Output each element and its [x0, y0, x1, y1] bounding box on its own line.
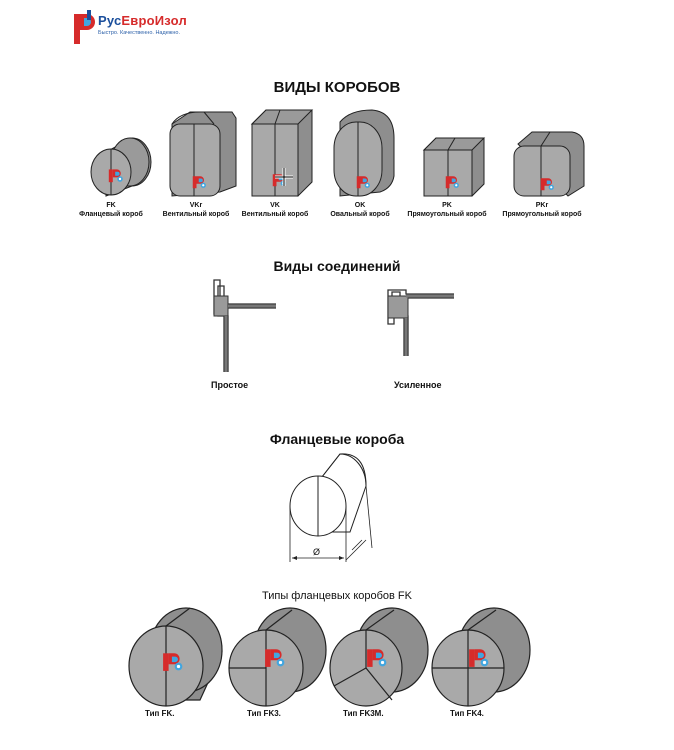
- fk-type-3-illustration: [329, 607, 429, 707]
- crosshair-cursor-icon: [275, 168, 293, 186]
- joint-types-title: Виды соединений: [273, 258, 401, 274]
- fk-type-2-illustration: [228, 607, 327, 707]
- flange-box-diagram: [289, 453, 373, 562]
- fk-type-caption-4: Тип FK4.: [450, 709, 484, 718]
- box-vkr-illustration: [169, 111, 237, 197]
- fk-type-caption-2: Тип FK3.: [247, 709, 281, 718]
- diameter-label: Ø: [313, 547, 321, 557]
- flange-types-title: Типы фланцевых коробов FK: [262, 590, 412, 602]
- box-pk-illustration: [422, 137, 486, 197]
- brand-logo-icon: [74, 10, 95, 44]
- flange-boxes-title: Фланцевые короба: [269, 431, 405, 447]
- joint-reinforced-illustration: [387, 289, 454, 356]
- box-vk-illustration: [250, 109, 314, 197]
- fk-type-caption-1: Тип FK.: [145, 709, 175, 718]
- joint-simple-illustration: [213, 279, 276, 372]
- box-pkr-illustration: [513, 131, 585, 197]
- box-types-title: ВИДЫ КОРОБОВ: [273, 79, 401, 96]
- joint-caption-reinforced: Усиленное: [394, 380, 442, 390]
- joint-caption-simple: Простое: [211, 380, 249, 390]
- box-ok-illustration: [333, 109, 395, 197]
- brand-name: РусЕвроИзол: [98, 13, 187, 28]
- fk-type-caption-3: Тип FK3M.: [343, 709, 384, 718]
- brand-tagline: Быстро. Качественно. Надежно.: [98, 30, 180, 36]
- fk-type-4-illustration: [431, 607, 531, 707]
- box-fk-illustration: [90, 137, 152, 197]
- fk-type-1-illustration: [128, 607, 223, 707]
